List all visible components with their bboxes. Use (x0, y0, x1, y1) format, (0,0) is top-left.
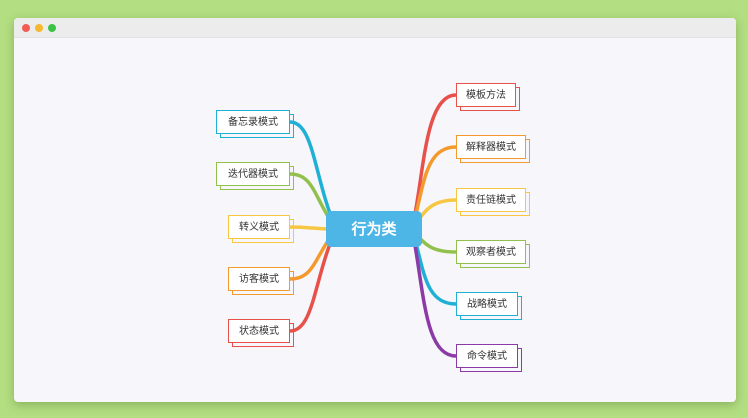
node-state-pattern[interactable]: 状态模式 (228, 319, 294, 347)
window-titlebar (14, 18, 736, 38)
mindmap-center-node[interactable]: 行为类 (326, 211, 422, 247)
node-iterator-pattern[interactable]: 迭代器模式 (216, 162, 294, 190)
node-visitor-pattern[interactable]: 访客模式 (228, 267, 294, 295)
node-command-pattern[interactable]: 命令模式 (456, 344, 522, 372)
close-window-button[interactable] (22, 24, 30, 32)
node-observer-pattern[interactable]: 观察者模式 (456, 240, 530, 268)
connector-command (410, 228, 457, 358)
node-translate-pattern[interactable]: 转义模式 (228, 215, 294, 243)
mindmap-connectors (289, 93, 457, 358)
node-template-method[interactable]: 模板方法 (456, 83, 520, 111)
maximize-window-button[interactable] (48, 24, 56, 32)
node-memento-pattern[interactable]: 备忘录模式 (216, 110, 294, 138)
minimize-window-button[interactable] (35, 24, 43, 32)
node-chain-of-responsibility[interactable]: 责任链模式 (456, 188, 530, 216)
node-interpreter-pattern[interactable]: 解释器模式 (456, 135, 530, 163)
node-strategy-pattern[interactable]: 战略模式 (456, 292, 522, 320)
app-window: 备忘录模式 迭代器模式 转义模式 访客模式 状态模式 行为类 模板方法 解释器模… (14, 18, 736, 402)
